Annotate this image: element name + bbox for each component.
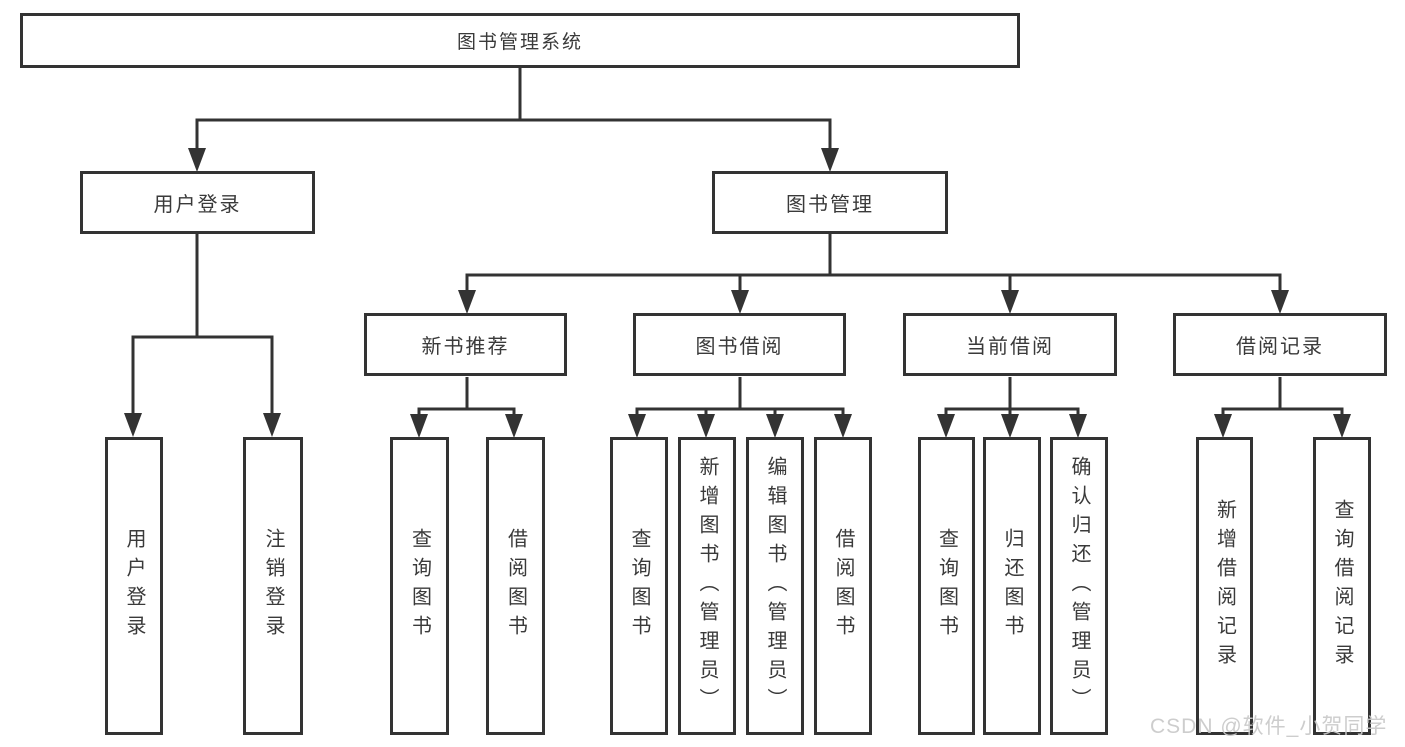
arrow-down xyxy=(697,414,715,438)
connector-book-borrowing xyxy=(628,377,852,438)
connector-current-borrowing xyxy=(937,377,1087,438)
arrow-down xyxy=(1001,414,1019,438)
leaf-add-books-admin: 新增图书（管理员） xyxy=(678,437,736,735)
arrow-down xyxy=(766,414,784,438)
leaf-edit-books-admin: 编辑图书（管理员） xyxy=(746,437,804,735)
arrow-down xyxy=(1333,414,1351,438)
connector-book-management xyxy=(458,234,1289,314)
arrow-down xyxy=(834,414,852,438)
leaf-query-borrow-record: 查询借阅记录 xyxy=(1313,437,1371,735)
arrow-down xyxy=(1214,414,1232,438)
leaf-user-login: 用户登录 xyxy=(105,437,163,735)
arrow-down xyxy=(188,148,206,172)
leaf-query-books-2: 查询图书 xyxy=(610,437,668,735)
node-borrowing-records: 借阅记录 xyxy=(1173,313,1387,376)
node-book-management: 图书管理 xyxy=(712,171,948,234)
arrow-down xyxy=(505,414,523,438)
connector-root xyxy=(188,68,839,172)
arrow-down xyxy=(628,414,646,438)
arrow-down xyxy=(124,413,142,437)
leaf-add-borrow-record: 新增借阅记录 xyxy=(1196,437,1253,735)
leaf-borrow-books-1: 借阅图书 xyxy=(486,437,545,735)
leaf-confirm-return-admin: 确认归还（管理员） xyxy=(1050,437,1108,735)
node-new-book-recommend: 新书推荐 xyxy=(364,313,567,376)
connector-new-book-recommend xyxy=(410,377,523,438)
node-user-login: 用户登录 xyxy=(80,171,315,234)
leaf-borrow-books-2: 借阅图书 xyxy=(814,437,872,735)
arrow-down xyxy=(1069,414,1087,438)
arrow-down xyxy=(410,414,428,438)
arrow-down xyxy=(458,290,476,314)
leaf-query-books-1: 查询图书 xyxy=(390,437,449,735)
node-book-borrowing: 图书借阅 xyxy=(633,313,846,376)
arrow-down xyxy=(1271,290,1289,314)
leaf-return-books: 归还图书 xyxy=(983,437,1041,735)
arrow-down xyxy=(821,148,839,172)
node-library-management-system: 图书管理系统 xyxy=(20,13,1020,68)
connector-borrowing-records xyxy=(1214,377,1351,438)
arrow-down xyxy=(937,414,955,438)
leaf-query-books-3: 查询图书 xyxy=(918,437,975,735)
watermark: CSDN @软件_小贺同学 xyxy=(1150,715,1388,738)
arrow-down xyxy=(1001,290,1019,314)
arrow-down xyxy=(263,413,281,437)
connector-user-login xyxy=(124,234,281,437)
node-current-borrowing: 当前借阅 xyxy=(903,313,1117,376)
arrow-down xyxy=(731,290,749,314)
leaf-logout: 注销登录 xyxy=(243,437,303,735)
